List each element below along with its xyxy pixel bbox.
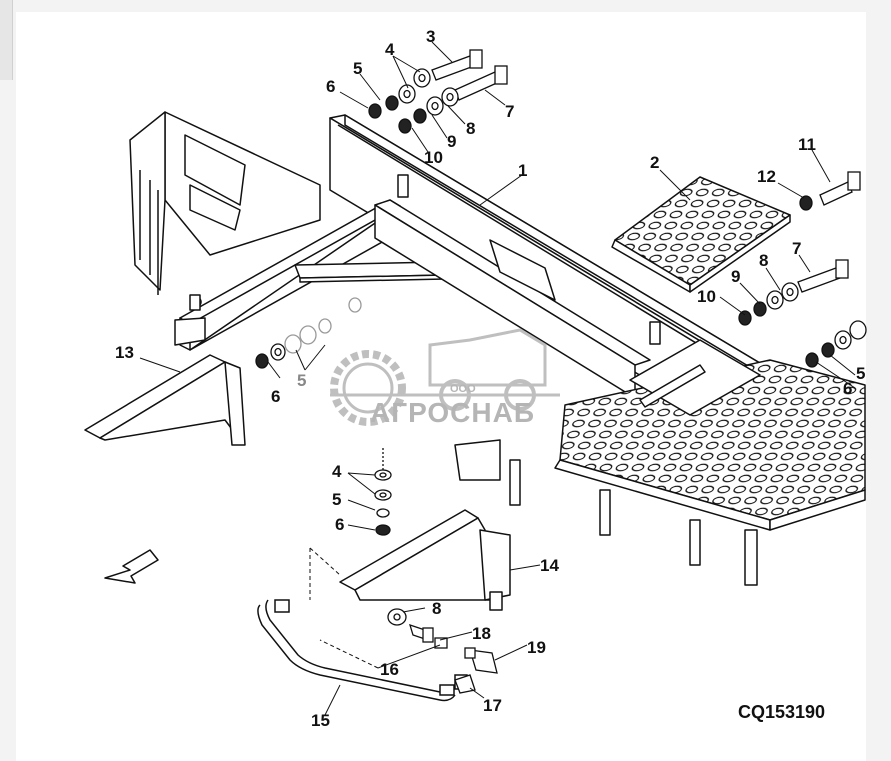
callout-1: 1 (518, 161, 527, 180)
callout-19: 19 (527, 638, 546, 657)
drawing-code: CQ153190 (738, 702, 825, 722)
watermark-company-form: ООО (450, 383, 476, 395)
callout-8: 8 (466, 119, 475, 138)
callout-12: 12 (757, 167, 776, 186)
watermark-company-name: АГРОСНАБ (370, 397, 535, 428)
callout-17: 17 (483, 696, 502, 715)
step-plate-2 (611, 176, 791, 293)
callout-15: 15 (311, 711, 330, 730)
callout-6c: 6 (271, 387, 280, 406)
callout-7: 7 (505, 102, 514, 121)
callout-5c: 5 (297, 371, 306, 390)
bracket-13 (84, 354, 246, 446)
hardware-bracket-13 (255, 297, 362, 369)
callout-5d: 5 (332, 490, 341, 509)
main-frame (129, 111, 781, 451)
callout-9: 9 (447, 132, 456, 151)
callout-4b: 4 (332, 462, 342, 481)
callout-11: 11 (798, 135, 816, 154)
hardware-right (738, 171, 867, 368)
viewer-side-strip (0, 0, 13, 80)
direction-arrow-icon (104, 549, 159, 584)
callout-6d: 6 (335, 515, 344, 534)
callout-13: 13 (115, 343, 134, 362)
callout-2: 2 (650, 153, 659, 172)
callout-10: 10 (424, 148, 443, 167)
callout-5: 5 (353, 59, 362, 78)
platform (454, 339, 866, 586)
callout-16: 16 (380, 660, 399, 679)
callout-14: 14 (540, 556, 559, 575)
callout-5b: 5 (856, 364, 865, 383)
callout-3: 3 (426, 27, 435, 46)
callouts: 3 4 5 6 7 8 9 10 1 2 11 12 7 8 9 10 5 6 … (115, 27, 865, 730)
callout-18: 18 (472, 624, 491, 643)
callout-6b: 6 (843, 379, 852, 398)
watermark-logo (330, 328, 560, 426)
bracket-14 (339, 509, 511, 611)
callout-4: 4 (385, 40, 395, 59)
callout-7b: 7 (792, 239, 801, 258)
callout-8c: 8 (432, 599, 441, 618)
callout-8b: 8 (759, 251, 768, 270)
callout-6: 6 (326, 77, 335, 96)
leader-lines (139, 41, 856, 716)
callout-9b: 9 (731, 267, 740, 286)
hardware-upper (368, 49, 508, 134)
callout-10b: 10 (697, 287, 716, 306)
